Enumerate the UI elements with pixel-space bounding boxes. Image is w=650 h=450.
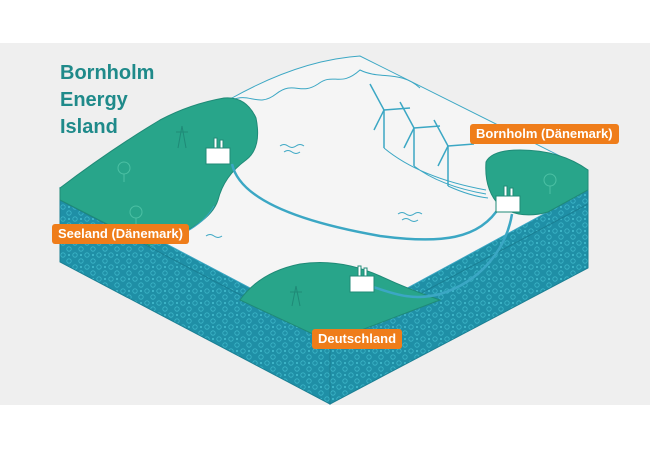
tree-icon: [117, 161, 131, 182]
pylon-icon: [290, 285, 302, 307]
wave-icon: [397, 212, 423, 222]
tree-icon: [543, 173, 557, 194]
wind-turbine-icon: [433, 119, 475, 186]
substation-icon: [349, 265, 375, 293]
title-line-2: Energy: [60, 89, 128, 111]
substation-icon: [205, 137, 231, 165]
label-deutschland: Deutschland: [312, 329, 403, 349]
wave-icon: [205, 234, 223, 238]
substation-icon: [495, 185, 521, 213]
title-line-3: Island: [60, 116, 118, 138]
sea-edge-wave: [231, 69, 421, 101]
turbine-cable: [383, 147, 489, 199]
wind-turbine-icon: [369, 83, 411, 148]
wave-icon: [279, 144, 305, 154]
diagram-title: Bornholm Energy Island: [60, 60, 154, 141]
seeland-land: [59, 97, 259, 247]
cable-bornholm-deutschland: [369, 213, 514, 299]
label-seeland: Seeland (Dänemark): [52, 224, 189, 244]
label-bornholm: Bornholm (Dänemark): [470, 124, 619, 144]
pylon-icon: [176, 125, 188, 149]
deutschland-land: [239, 262, 442, 343]
wind-turbine-icon: [399, 101, 441, 166]
cable-seeland-bornholm: [230, 163, 502, 241]
title-line-1: Bornholm: [60, 62, 155, 84]
